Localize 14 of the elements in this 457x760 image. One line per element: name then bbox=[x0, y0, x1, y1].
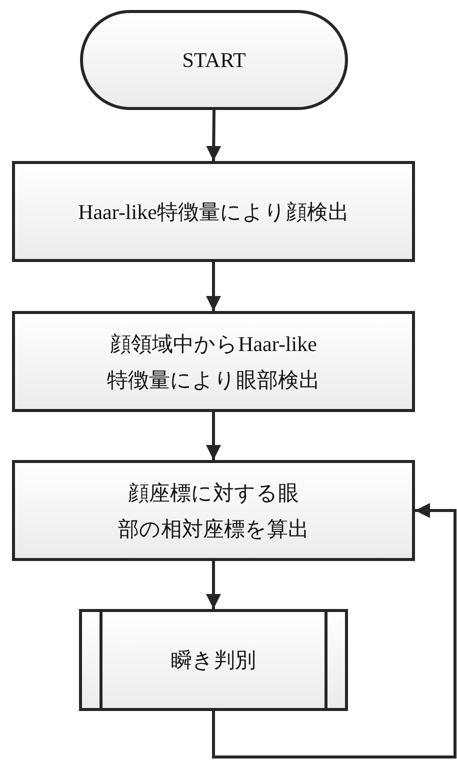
process-box bbox=[12, 311, 415, 412]
arrow bbox=[212, 503, 456, 758]
step-label: 顔領域中からHaar-like特徴量により眼部検出 bbox=[106, 330, 321, 394]
step-label: 顔座標に対する眼部の相対座標を算出 bbox=[117, 480, 310, 542]
subroutine-box bbox=[79, 609, 348, 711]
arrow bbox=[206, 110, 222, 162]
step-label: 瞬き判別 bbox=[171, 647, 256, 674]
arrow bbox=[206, 262, 221, 311]
arrow bbox=[206, 412, 221, 460]
arrow bbox=[206, 561, 221, 609]
step-label: Haar-like特徴量により顔検出 bbox=[78, 198, 349, 226]
step-label: START bbox=[182, 47, 246, 74]
process-box bbox=[12, 161, 415, 262]
process-box bbox=[12, 460, 415, 561]
